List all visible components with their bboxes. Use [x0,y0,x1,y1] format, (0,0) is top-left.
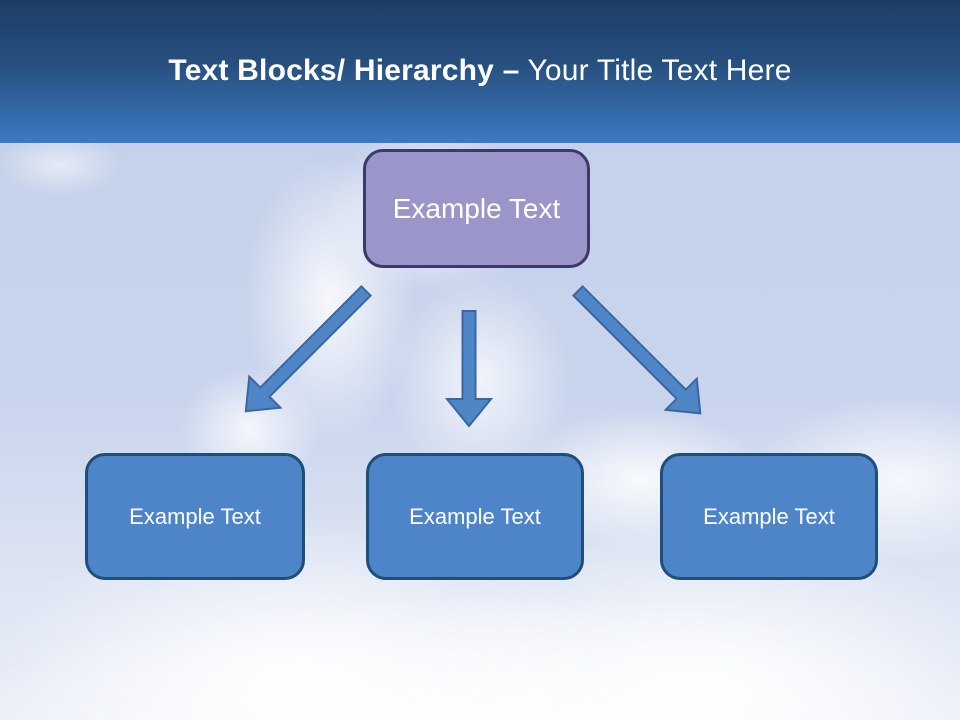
child-node-label: Example Text [129,503,261,529]
arrow-down-icon[interactable] [444,310,494,428]
root-node-box[interactable]: Example Text [363,149,590,268]
slide-title-bold-text: Text Blocks/ Hierarchy – [168,54,520,87]
child-node-label: Example Text [409,503,541,529]
child-node-label: Example Text [703,503,835,529]
root-node-label: Example Text [392,192,561,224]
arrow-down-left-icon[interactable] [230,275,381,426]
child-node-box-3[interactable]: Example Text [660,453,878,580]
arrow-down-right-icon[interactable] [562,275,715,428]
slide-header-band: Text Blocks/ Hierarchy – Your Title Text… [0,0,960,143]
child-node-box-2[interactable]: Example Text [366,453,584,580]
child-node-box-1[interactable]: Example Text [85,453,305,580]
slide-title-regular-text: Your Title Text Here [519,54,792,87]
slide-title[interactable]: Text Blocks/ Hierarchy – Your Title Text… [0,54,960,88]
